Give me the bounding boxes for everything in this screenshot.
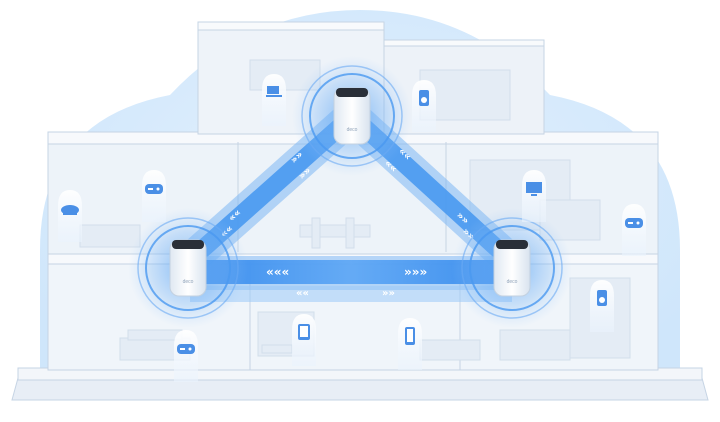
deco-node-right: deco [493,239,531,297]
cloud-storage-icon [58,190,82,242]
speaker-icon [412,80,436,132]
gamepad-icon [622,204,646,256]
laptop-icon [262,74,286,126]
svg-text:»»: »» [382,288,395,299]
tablet-icon [292,314,316,366]
deco-node-left: deco [169,239,207,297]
phone-icon [398,318,422,370]
deco-node-top: deco [333,87,371,145]
node-brand-right: deco [507,279,518,285]
device-tags [58,74,646,382]
gamepad-icon [142,170,166,222]
svg-text:»»»: »»» [404,265,427,279]
tv-icon [522,170,546,222]
svg-text:««: «« [296,288,309,299]
node-brand-left: deco [183,279,194,285]
svg-text:«««: ««« [266,265,289,279]
gamepad-icon [174,330,198,382]
speaker-icon [590,280,614,332]
node-brand-top: deco [347,127,358,133]
